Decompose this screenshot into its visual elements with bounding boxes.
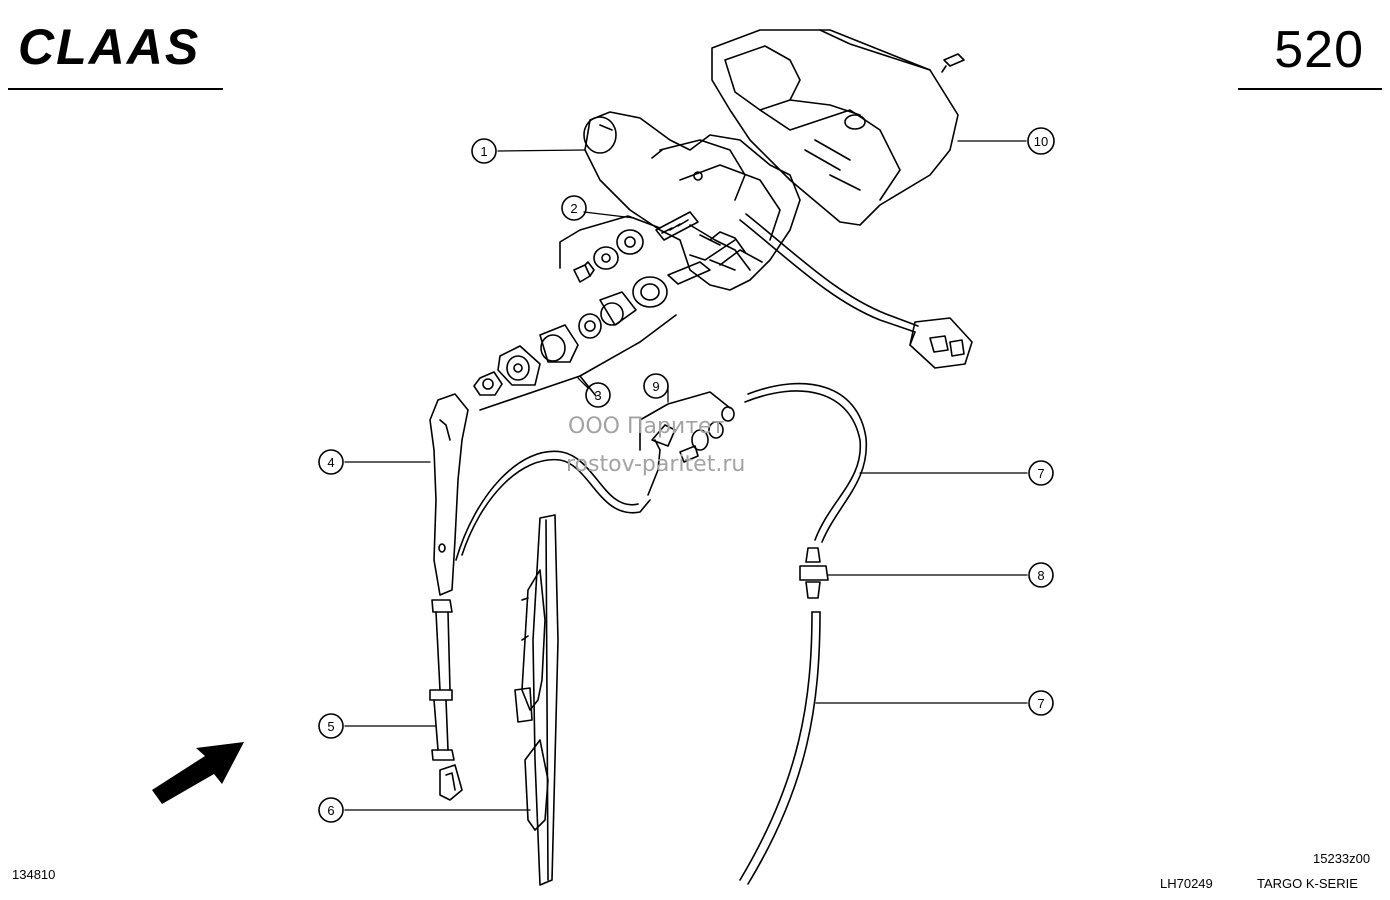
svg-text:5: 5 <box>327 719 334 734</box>
callout-7-lower: 7 <box>1028 690 1054 716</box>
svg-text:4: 4 <box>327 455 334 470</box>
wiper-arm <box>429 393 469 801</box>
footer-part-code: LH70249 <box>1160 876 1213 891</box>
svg-text:7: 7 <box>1037 466 1044 481</box>
group-bracket-3 <box>479 314 677 411</box>
watermark-url: rostov-paritet.ru <box>566 452 746 477</box>
callout-6: 6 <box>318 797 344 823</box>
wiper-blade <box>514 514 559 886</box>
svg-text:1: 1 <box>480 144 487 159</box>
header-rule-right <box>1238 88 1382 90</box>
callout-3: 3 <box>585 382 611 408</box>
callout-10: 10 <box>1027 127 1055 155</box>
callout-5: 5 <box>318 713 344 739</box>
hose-connector <box>799 547 829 599</box>
cover-screw <box>941 53 965 73</box>
callout-4: 4 <box>318 449 344 475</box>
svg-text:7: 7 <box>1037 696 1044 711</box>
svg-text:10: 10 <box>1034 134 1048 149</box>
watermark-company: ООО Паритет <box>568 414 725 439</box>
callout-7-upper: 7 <box>1028 460 1054 486</box>
svg-text:9: 9 <box>652 379 659 394</box>
washer-nozzle <box>679 406 735 463</box>
motor-cable <box>739 213 973 369</box>
bushing-set <box>473 276 668 396</box>
group-bracket-2 <box>559 215 661 269</box>
group-bracket-9 <box>639 391 731 451</box>
leader-lines <box>344 140 1028 811</box>
direction-arrow-icon <box>152 742 244 804</box>
svg-text:6: 6 <box>327 803 334 818</box>
svg-text:3: 3 <box>594 388 601 403</box>
washer-set <box>573 229 644 283</box>
callout-2: 2 <box>561 195 587 221</box>
washer-hose-upper <box>455 382 868 561</box>
claas-logo: CLAAS <box>18 22 200 72</box>
footer-drawing-ref: 15233z00 <box>1313 851 1371 866</box>
svg-text:CLAAS: CLAAS <box>18 22 200 72</box>
header-rule-left <box>8 88 223 90</box>
footer-series: TARGO K-SERIE <box>1257 876 1358 891</box>
callout-8: 8 <box>1028 562 1054 588</box>
callout-1: 1 <box>471 138 497 164</box>
motor-shaft <box>655 211 711 285</box>
svg-text:2: 2 <box>570 201 577 216</box>
wiper-motor <box>583 111 801 291</box>
page-number: 520 <box>1274 21 1364 79</box>
washer-hose-lower <box>739 611 821 885</box>
callout-9: 9 <box>643 373 669 399</box>
motor-cover <box>711 29 959 226</box>
svg-text:8: 8 <box>1037 568 1044 583</box>
footer-left-id: 134810 <box>12 867 56 882</box>
